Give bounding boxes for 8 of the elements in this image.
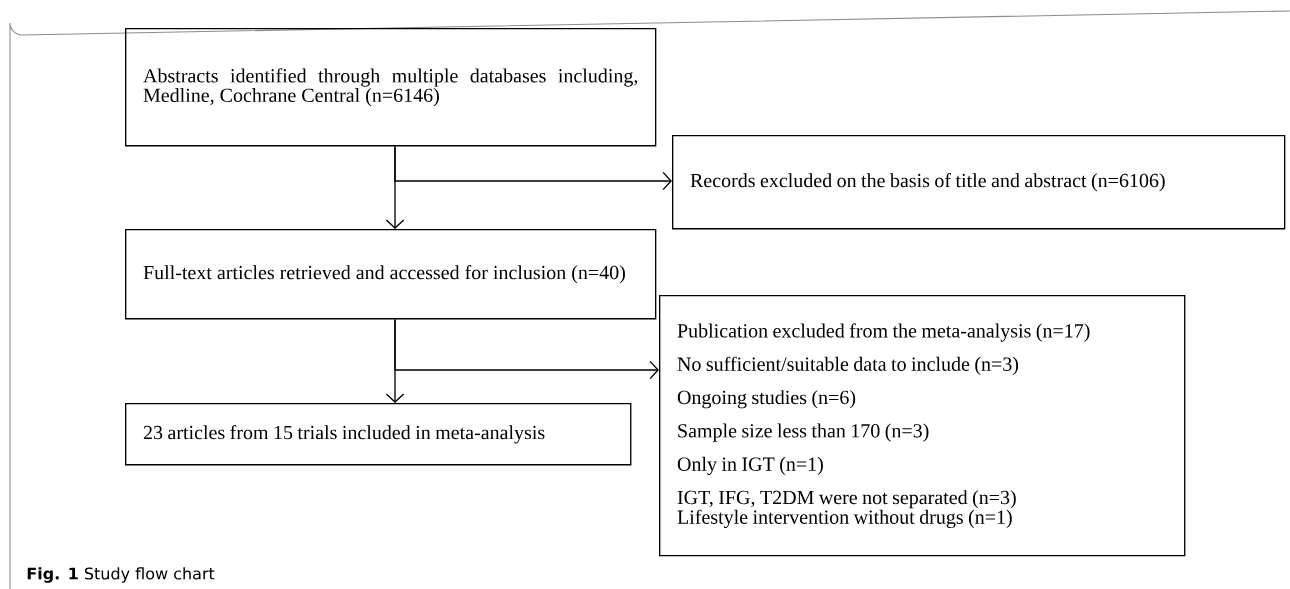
flow-box: Full-text articles retrieved and accessed for inclusion (n=40) (125, 229, 657, 320)
flow-box: Publication excluded from the meta-analysis (n=17) No sufficient/suitable data to include (n=3) Ongoing studies (n=6) Sample size less than 170 (n=3) Only in IGT (n=1) IGT, IFG, T2DM were not separated (n=3) Lifestyle intervention without drugs (n=1) (659, 295, 1186, 557)
flow-box: Records excluded on the basis of title and abstract (n=6106) (672, 135, 1286, 230)
arrow (394, 145, 672, 191)
flow-box: Abstracts identified through multiple databases including, Medline, Cochrane Central (n=6146) (125, 28, 657, 147)
arrow (394, 318, 659, 380)
flow-box: 23 articles from 15 trials included in meta-analysis (125, 403, 632, 466)
figure-caption: Fig. 1 Study flow chart (27, 567, 215, 583)
